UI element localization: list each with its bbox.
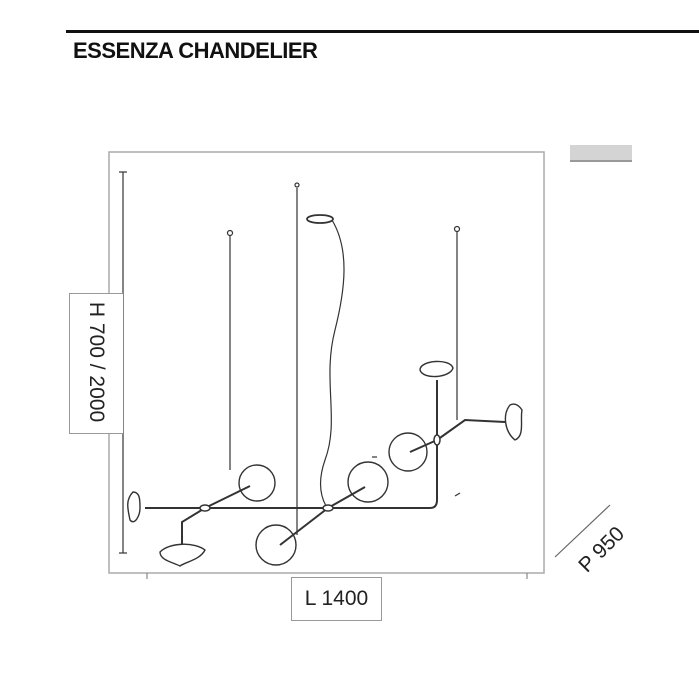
lamp-2 [159, 543, 206, 567]
joints [199, 434, 441, 512]
lamp-left [127, 491, 141, 523]
lamp-4 [255, 524, 297, 566]
page-title: ESSENZA CHANDELIER [73, 38, 318, 63]
lamp-1 [238, 464, 276, 502]
header-rule [66, 30, 699, 33]
chandelier-arms [145, 380, 506, 546]
height-dimension-line [119, 171, 127, 554]
depth-dimension-line [554, 504, 611, 558]
lamp-top [419, 360, 454, 378]
suspension-wires [226, 182, 461, 535]
lamp-3 [347, 461, 389, 503]
gray-bar [570, 145, 632, 162]
lamp-shades [127, 360, 523, 567]
height-label-box [69, 293, 123, 434]
length-ticks [146, 573, 528, 579]
lamp-right [504, 403, 523, 441]
length-dimension: L 1400 [304, 587, 369, 610]
canopy [306, 214, 334, 224]
height-dimension: H 700 / 2000 [85, 301, 108, 423]
length-label-box: L 1400 [291, 577, 382, 621]
lamp-5 [388, 432, 428, 472]
